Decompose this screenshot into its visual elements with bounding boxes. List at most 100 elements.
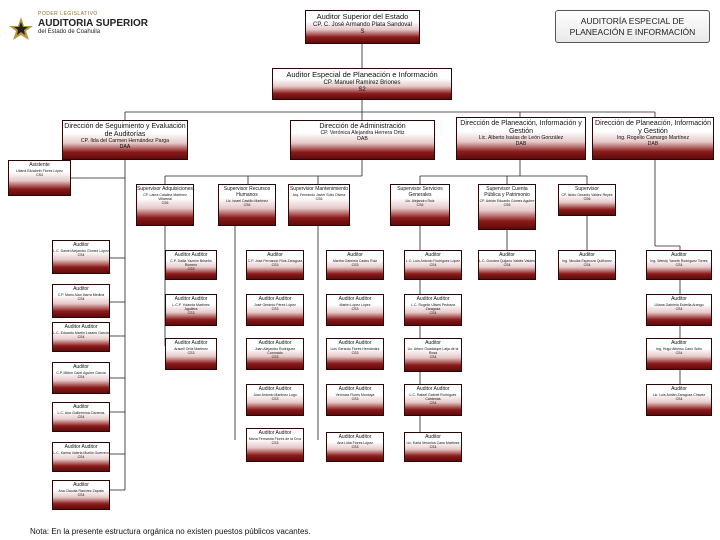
box-name: CP. Ilda del Carmen Hernández Parga [80,138,170,145]
logo: PODER LEGISLATIVO AUDITORIA SUPERIOR del… [8,11,149,52]
box-auditor: Auditor Ing. Wendy Yaneth Rodríguez Torr… [646,250,712,280]
box-title: Auditor Auditor [174,296,208,302]
box-name: José Gerardo Pérez López [254,302,296,307]
box-auditor: Auditor Auditor L.C. Eduardo Martín Loza… [52,322,110,352]
box-code: CS4 [429,354,437,359]
box-name: CP. Isidro Gerardo Valdez Reyes [561,192,613,197]
box-title: Auditor [425,434,441,440]
box-title: Auditor Especial de Planeación e Informa… [286,70,438,79]
box-name: Juan Antonio Martínez Lugo [253,392,297,397]
box-title: Auditor Auditor [258,296,292,302]
box-name: Lic. Karla Verónica Cano Martínez [406,440,460,445]
box-name: Lic. Arturo Guadalupe Laija de la Rosa [407,346,459,355]
box-auditor: Auditor Lic. Karla Verónica Cano Martíne… [404,432,462,462]
box-title: Auditor Auditor [174,340,208,346]
box-name: CP. Verónica Alejandra Herrera Ortiz [320,130,405,137]
box-title: Auditor [73,482,89,488]
box-title: Auditor [671,386,687,392]
box-code: CS4 [77,414,85,419]
box-name: CP. Adrián Eduardo Gómez Aguirre [479,198,535,203]
box-auditor: Auditor Auditor Juan Alejandro Rodríguez… [246,338,304,370]
box-code: CS6 [161,200,169,205]
box-dir-administracion: Dirección de Administración CP. Verónica… [290,120,435,160]
box-title: Auditor Auditor [416,296,450,302]
box-auditor: Auditor Auditor L.C.P. Yolanda Martínez … [165,294,217,326]
box-title: Dirección de Administración [319,123,406,130]
box-auditor: Auditor Auditor José Gerardo Pérez López… [246,294,304,326]
box-title: Auditor [425,340,441,346]
box-auditor: Auditor Auditor L.C. Rafael Gabriel Rodr… [404,384,462,416]
box-code: CS4 [77,492,85,497]
box-name: L.C. Luis Antonio Rodríguez López [405,258,461,263]
box-name: Ana Claudia Ramírez Zapata [58,488,104,493]
box-code: DAB [515,141,527,148]
box-sup-mantenimiento: Supervisor Mantenimiento Arq. Fernando J… [288,184,350,226]
box-name: Lic. Alejandro Ruiz [405,198,435,203]
box-code: S2 [358,86,366,93]
box-code: CS3 [351,262,359,267]
box-code: CS4 [503,262,511,267]
box-title: Auditor [579,252,595,258]
box-name: L.C.P. Yolanda Martínez Aguilera [172,302,210,311]
box-code: CS3 [187,310,195,315]
box-name: C.P. Milton Carel Aguirre García [56,370,106,375]
box-title: Supervisor Servicios Generales [397,186,443,198]
box-sup-servicios-generales: Supervisor Servicios Generales Lic. Alej… [390,184,450,226]
box-auditor: Auditor Auditor María Fernanda Flores de… [246,428,304,462]
box-code: CS4 [675,396,683,401]
box-auditor: Auditor Auditor C.P. Dalila Yazmín Brise… [165,250,217,280]
box-title: Auditor Auditor [64,324,98,330]
box-name: L.C. Daniel Alejandro Gómez López [53,248,109,253]
box-code: CS3 [271,354,279,359]
box-auditor: Auditor Lic. Luis Adrián Zaragoza Chávez… [646,384,712,416]
box-auditor: Auditor Auditor Martín López López CS3 [326,294,384,326]
box-code: CS6 [315,196,323,201]
box-auditor: Auditor Ing. Hugo Alfonso Cano Solís CS4 [646,338,712,370]
box-name: L.C. Rogelio Ulises Pedraza Zaragoza [411,302,455,311]
box-asistente: Asistente Liliana Elizabeth Flores López… [8,160,71,196]
box-name: C.P. José Fernando Ríos Zaragoza [247,258,303,263]
box-name: Lic. Alberto Isaías de León González [478,135,564,142]
box-name: CP. C. José Armando Plata Sandoval [313,21,412,28]
box-auditor-superior: Auditor Superior del Estado CP. C. José … [305,10,420,44]
box-auditor: Auditor C.P. Mario Alan Ibarra Medina CS… [52,284,110,318]
box-title: Auditor [671,340,687,346]
box-code: CS6 [243,202,251,207]
box-title: Auditor Auditor [338,340,372,346]
box-code: CS4 [77,334,85,339]
box-name: Ing. Rogelio Camargo Martínez [616,135,690,142]
logo-line2: AUDITORIA SUPERIOR [38,17,149,29]
box-auditor: Auditor Auditor L.C. Karina Valeria Muri… [52,442,110,472]
box-code: CS4 [36,172,43,177]
box-code: CS4 [77,374,85,379]
box-title: Auditor Auditor [338,386,372,392]
box-auditor: Auditor L.C. Daniel Alejandro Gómez Lópe… [52,240,110,274]
box-title: Asistente [29,162,50,168]
box-code: CS6 [503,202,511,207]
box-auditor: Auditor Liliana Gabriela Estrella Arango… [646,294,712,326]
box-name: Lic. Luis Adrián Zaragoza Chávez [652,392,706,397]
box-code: CS3 [271,306,279,311]
box-name: Luis Gerardo Flores Hernández [330,346,380,351]
box-title: Dirección de Seguimiento y Evaluación de… [64,123,186,139]
box-name: Ing. Hugo Alfonso Cano Solís [656,346,702,351]
box-auditor: Auditor Martha Gabriela Castro Ruiz CS3 [326,250,384,280]
box-name: C.P. Dalila Yazmín Briseño Romero [170,258,212,267]
box-auditor-especial: Auditor Especial de Planeación e Informa… [272,68,452,100]
box-title: Auditor [425,252,441,258]
box-auditor: Auditor Auditor Luis Gerardo Flores Hern… [326,338,384,370]
box-name: L.C. Karina Valeria Murillo Guerrero [53,450,109,455]
box-name: L.C. Dorotea Quijano Valdés Valdés [479,258,535,263]
box-code: DAB [647,141,659,148]
box-name: CP. Laura Catalina Martínez Villarreal [143,192,187,201]
box-title: Supervisor [575,186,599,192]
box-name: Martín López López [339,302,371,307]
box-code: CS4 [77,296,85,301]
box-title: Auditor Auditor [258,430,292,436]
box-title: Supervisor Recursos Humanos [223,186,271,198]
box-auditor: Auditor Lic. Arturo Guadalupe Laija de l… [404,338,462,372]
box-title: Supervisor Mantenimiento [289,186,349,192]
box-auditor: Auditor Auditor Araceli Ortíz Martínez C… [165,338,217,370]
box-code: CS4 [675,262,683,267]
box-title: Auditor [671,252,687,258]
